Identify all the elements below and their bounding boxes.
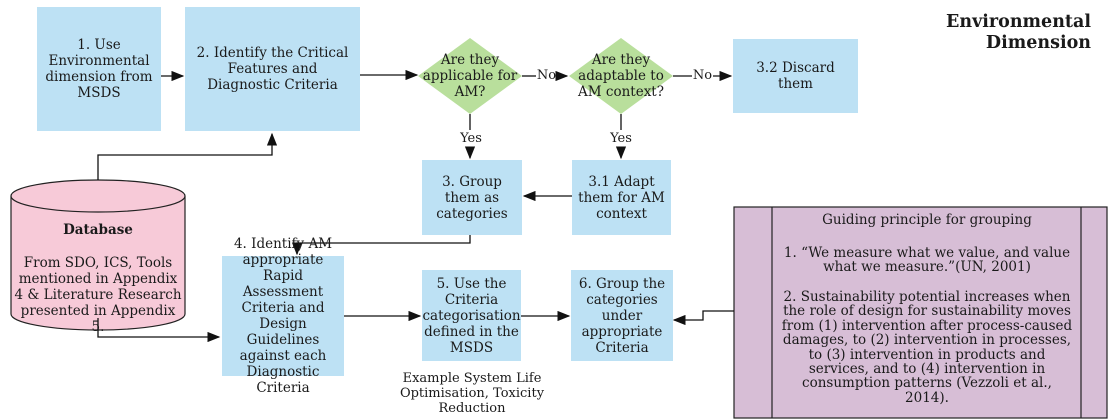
step-3-2-box: 3.2 Discard them bbox=[733, 39, 858, 113]
title-line-1: Environmental bbox=[946, 12, 1091, 32]
step-4-label: 4. Identify AM appropriate Rapid Assessm… bbox=[233, 236, 333, 396]
guiding-principle-box bbox=[733, 206, 1108, 419]
diagram-title: Environmental Dimension bbox=[946, 12, 1091, 54]
edge-label-no-1: No bbox=[536, 68, 557, 83]
step-4-box: 4. Identify AM appropriate Rapid Assessm… bbox=[222, 236, 344, 396]
step-1-box: 1. Use Environmental dimension from MSDS bbox=[37, 7, 161, 131]
edge-label-yes-2: Yes bbox=[610, 131, 632, 146]
step-2-label: 2. Identify the Critical Features and Di… bbox=[196, 45, 349, 93]
step-3-1-label: 3.1 Adapt them for AM context bbox=[578, 173, 665, 222]
decision-1-label: Are they applicable for AM? bbox=[422, 52, 518, 100]
guiding-principle-2: 2. Sustainability potential increases wh… bbox=[781, 289, 1073, 406]
database-title: Database bbox=[63, 222, 133, 238]
step-2-box: 2. Identify the Critical Features and Di… bbox=[185, 7, 360, 131]
step-3-box: 3. Group them as categories bbox=[422, 160, 522, 235]
decision-diamond-applicable bbox=[418, 38, 522, 114]
title-line-2: Dimension bbox=[985, 33, 1091, 53]
step-5-label: 5. Use the Criteria categorisation defin… bbox=[422, 275, 521, 356]
edge-label-no-2: No bbox=[692, 68, 713, 83]
guiding-heading: Guiding principle for grouping bbox=[822, 212, 1032, 228]
step-3-2-label: 3.2 Discard them bbox=[756, 60, 835, 92]
decision-diamond-adaptable bbox=[569, 38, 673, 114]
database-description: From SDO, ICS, Tools mentioned in Append… bbox=[14, 255, 182, 335]
step-3-1-box: 3.1 Adapt them for AM context bbox=[572, 160, 671, 235]
step-3-label: 3. Group them as categories bbox=[436, 173, 508, 222]
step-5-box: 5. Use the Criteria categorisation defin… bbox=[422, 270, 521, 361]
step-1-label: 1. Use Environmental dimension from MSDS bbox=[45, 37, 153, 101]
example-caption: Example System Life Optimisation, Toxici… bbox=[399, 371, 545, 416]
decision-2-label: Are they adaptable to AM context? bbox=[578, 52, 664, 100]
step-6-box: 6. Group the categories under appropriat… bbox=[571, 270, 673, 361]
step-6-label: 6. Group the categories under appropriat… bbox=[578, 275, 666, 356]
edge-label-yes-1: Yes bbox=[460, 131, 482, 146]
guiding-principle-1: 1. “We measure what we value, and value … bbox=[783, 245, 1071, 276]
